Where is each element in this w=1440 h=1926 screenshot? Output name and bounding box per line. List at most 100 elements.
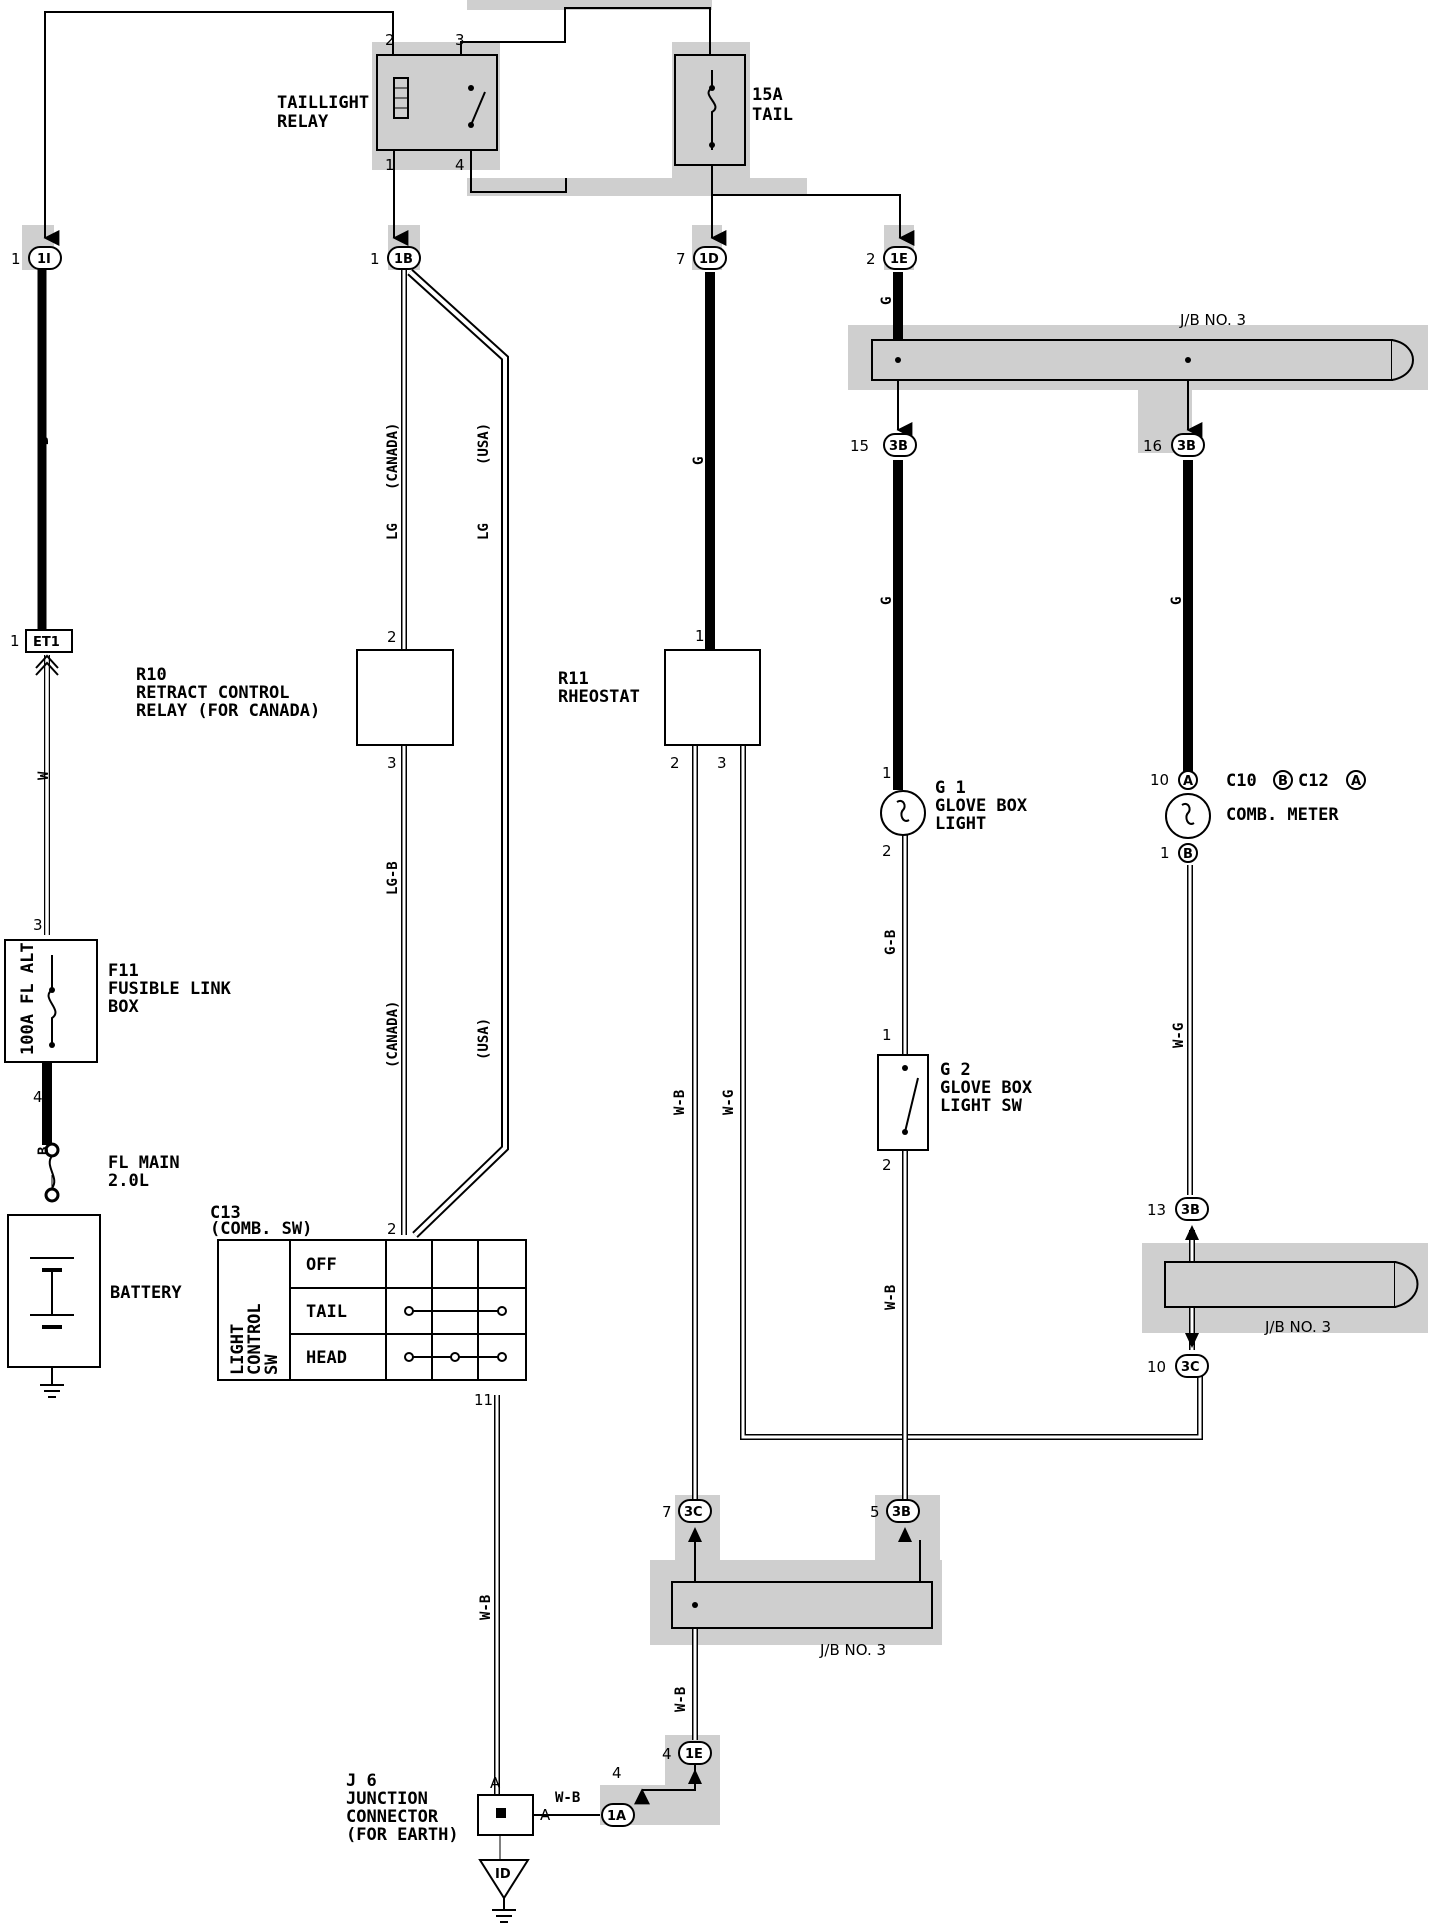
svg-text:3B: 3B — [1177, 439, 1196, 454]
switch-icon — [902, 1065, 919, 1135]
svg-text:C12: C12 — [1298, 771, 1329, 791]
battery: BATTERY — [7, 1214, 182, 1398]
svg-text:7: 7 — [676, 250, 686, 268]
svg-text:BATTERY: BATTERY — [110, 1283, 182, 1303]
svg-text:2.0L: 2.0L — [108, 1171, 149, 1191]
shaded-regions — [22, 0, 1428, 1825]
connector-1b: 1B 1 — [370, 246, 421, 270]
svg-text:G 1: G 1 — [935, 778, 966, 798]
svg-text:BOX: BOX — [108, 997, 139, 1017]
svg-text:FL MAIN: FL MAIN — [108, 1153, 180, 1173]
svg-text:3: 3 — [33, 916, 43, 934]
c13-tail-contacts — [404, 1306, 507, 1316]
svg-text:(FOR EARTH): (FOR EARTH) — [346, 1825, 459, 1845]
g1-glove-box-light: 1 2 G 1 GLOVE BOX LIGHT — [880, 764, 1028, 860]
connector-3b-5: 3B 5 — [870, 1499, 920, 1523]
c13-row-off: OFF — [306, 1255, 337, 1275]
svg-text:B: B — [1183, 847, 1193, 862]
svg-text:G: G — [691, 457, 707, 465]
svg-text:J/B NO. 3: J/B NO. 3 — [1179, 311, 1246, 329]
svg-text:2: 2 — [882, 842, 892, 860]
up-arrows — [688, 1225, 1199, 1784]
connectors: 1I 1 1B 1 1D 7 1E 2 3B 15 3B 16 — [11, 246, 1209, 1827]
c13-row-head: HEAD — [306, 1348, 347, 1368]
fuse-tail-label-1: 15A — [752, 85, 783, 105]
svg-text:W-B: W-B — [673, 1687, 689, 1712]
svg-text:2: 2 — [387, 628, 397, 646]
svg-text:2: 2 — [882, 1156, 892, 1174]
svg-text:G: G — [879, 297, 895, 305]
r10-relay: 2 3 R10 RETRACT CONTROL RELAY (FOR CANAD… — [136, 628, 454, 772]
svg-text:CONNECTOR: CONNECTOR — [346, 1807, 439, 1827]
relay-switch-icon — [468, 85, 486, 128]
svg-text:(CANADA): (CANADA) — [385, 423, 401, 490]
svg-text:A: A — [1183, 774, 1193, 789]
connector-1i: 1I 1 — [11, 246, 62, 270]
taillight-relay: TAILLIGHT RELAY 2 3 1 4 — [277, 31, 498, 174]
meter-bulb-icon — [1165, 793, 1211, 839]
svg-text:10: 10 — [1150, 771, 1169, 789]
c13-light-control-switch: C13 (COMB. SW) 2 11 LIGHT CONTROL SW OFF… — [210, 1203, 527, 1409]
f11-fusible-link-box: 100A FL ALT 3 4 F11 FUSIBLE LINK BOX — [4, 916, 232, 1106]
svg-text:R11: R11 — [558, 669, 589, 689]
svg-text:LIGHT: LIGHT — [228, 1324, 248, 1375]
ground-icon — [492, 1898, 516, 1923]
svg-text:4: 4 — [612, 1764, 622, 1782]
svg-text:W-B: W-B — [672, 1090, 688, 1115]
taillight-relay-label-2: RELAY — [277, 112, 329, 132]
svg-text:(COMB. SW): (COMB. SW) — [210, 1219, 312, 1239]
junction-block-top: J/B NO. 3 — [871, 311, 1414, 381]
svg-text:1: 1 — [370, 250, 380, 268]
battery-icon — [30, 1257, 74, 1329]
svg-text:(CANADA): (CANADA) — [385, 1001, 401, 1068]
svg-text:W-G: W-G — [721, 1090, 737, 1115]
svg-text:3B: 3B — [889, 439, 908, 454]
svg-text:10: 10 — [1147, 1358, 1166, 1376]
svg-text:B: B — [36, 1147, 52, 1155]
svg-text:W-G: W-G — [1171, 1023, 1187, 1048]
svg-text:C13: C13 — [210, 1203, 241, 1223]
earth-point: ID — [478, 1859, 530, 1923]
junction-block-right: J/B NO. 3 — [1164, 1261, 1419, 1336]
svg-text:B: B — [36, 437, 52, 445]
svg-text:A: A — [1351, 774, 1361, 789]
connector-1d: 1D 7 — [676, 246, 727, 270]
svg-text:LG-B: LG-B — [385, 861, 401, 895]
relay-pin-3: 3 — [455, 31, 465, 49]
svg-text:1: 1 — [1160, 844, 1170, 862]
svg-text:LG: LG — [385, 523, 401, 540]
svg-text:3: 3 — [717, 754, 727, 772]
svg-text:1B: 1B — [394, 252, 413, 267]
svg-text:1: 1 — [882, 1026, 892, 1044]
svg-text:1I: 1I — [37, 252, 51, 267]
svg-text:J 6: J 6 — [346, 1771, 377, 1791]
svg-text:(USA): (USA) — [476, 423, 492, 465]
svg-text:W-B: W-B — [478, 1595, 494, 1620]
fl-main: FL MAIN 2.0L — [44, 1142, 180, 1203]
svg-text:C10: C10 — [1226, 771, 1257, 791]
svg-text:A: A — [540, 1806, 551, 1824]
svg-text:3: 3 — [387, 754, 397, 772]
svg-text:GLOVE BOX: GLOVE BOX — [935, 796, 1028, 816]
svg-text:1: 1 — [695, 627, 705, 645]
j6-junction-connector: A A J 6 JUNCTION CONNECTOR (FOR EARTH) — [346, 1771, 551, 1845]
svg-text:4: 4 — [662, 1745, 672, 1763]
relay-pin-1: 1 — [385, 156, 395, 174]
svg-text:15: 15 — [850, 437, 869, 455]
svg-text:RHEOSTAT: RHEOSTAT — [558, 687, 640, 707]
svg-text:SW: SW — [262, 1354, 282, 1375]
bulb-icon — [880, 790, 926, 836]
ground-icon — [40, 1367, 64, 1398]
svg-text:4: 4 — [33, 1088, 43, 1106]
svg-text:W-B: W-B — [555, 1790, 580, 1806]
et1-connector: ET1 1 — [10, 629, 73, 676]
c13-head-contacts — [404, 1352, 507, 1362]
svg-text:RETRACT CONTROL: RETRACT CONTROL — [136, 683, 290, 703]
svg-text:2: 2 — [670, 754, 680, 772]
svg-text:1: 1 — [882, 764, 892, 782]
fuse-tail-label-2: TAIL — [752, 105, 793, 125]
svg-text:1: 1 — [11, 250, 21, 268]
svg-text:16: 16 — [1143, 437, 1162, 455]
svg-text:JUNCTION: JUNCTION — [346, 1789, 428, 1809]
